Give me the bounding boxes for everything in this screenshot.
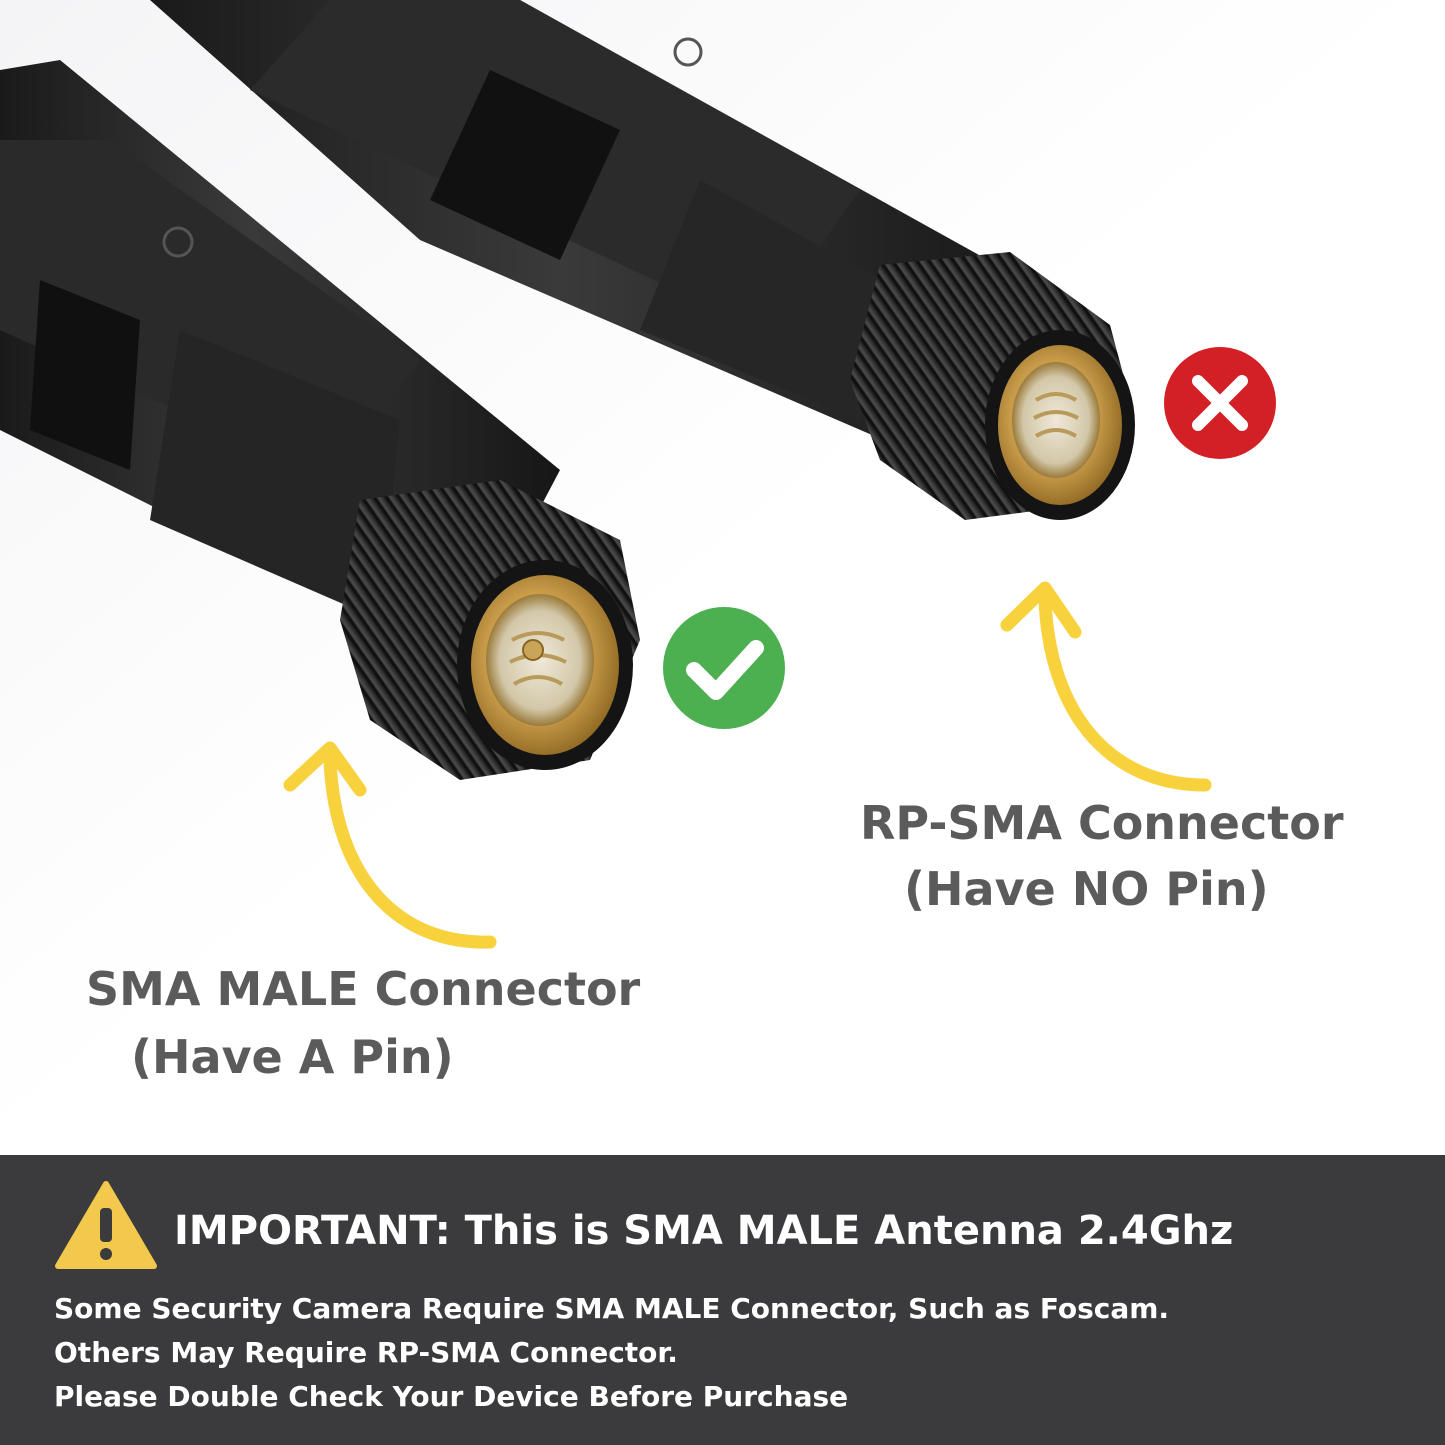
sma-male-label: SMA MALE Connector <box>86 962 641 1016</box>
rp-sma-sublabel: (Have NO Pin) <box>904 862 1269 916</box>
green-check-icon <box>663 607 785 729</box>
note-line: Some Security Camera Require SMA MALE Co… <box>54 1292 1170 1325</box>
rp-sma-antenna <box>150 0 1135 520</box>
warning-triangle-icon <box>55 1181 157 1269</box>
red-x-icon <box>1164 347 1276 459</box>
sma-male-sublabel: (Have A Pin) <box>131 1030 454 1084</box>
note-line: Please Double Check Your Device Before P… <box>54 1380 849 1413</box>
yellow-curved-arrow-icon <box>283 741 497 949</box>
antenna-photo <box>0 0 1445 1155</box>
rp-sma-label: RP-SMA Connector <box>860 796 1344 850</box>
center-pin <box>522 639 544 661</box>
yellow-curved-arrow-icon <box>1000 581 1212 792</box>
important-banner <box>0 1155 1445 1445</box>
important-heading: IMPORTANT: This is SMA MALE Antenna 2.4G… <box>174 1208 1234 1254</box>
note-line: Others May Require RP-SMA Connector. <box>54 1336 678 1369</box>
sma-male-antenna <box>0 60 640 780</box>
